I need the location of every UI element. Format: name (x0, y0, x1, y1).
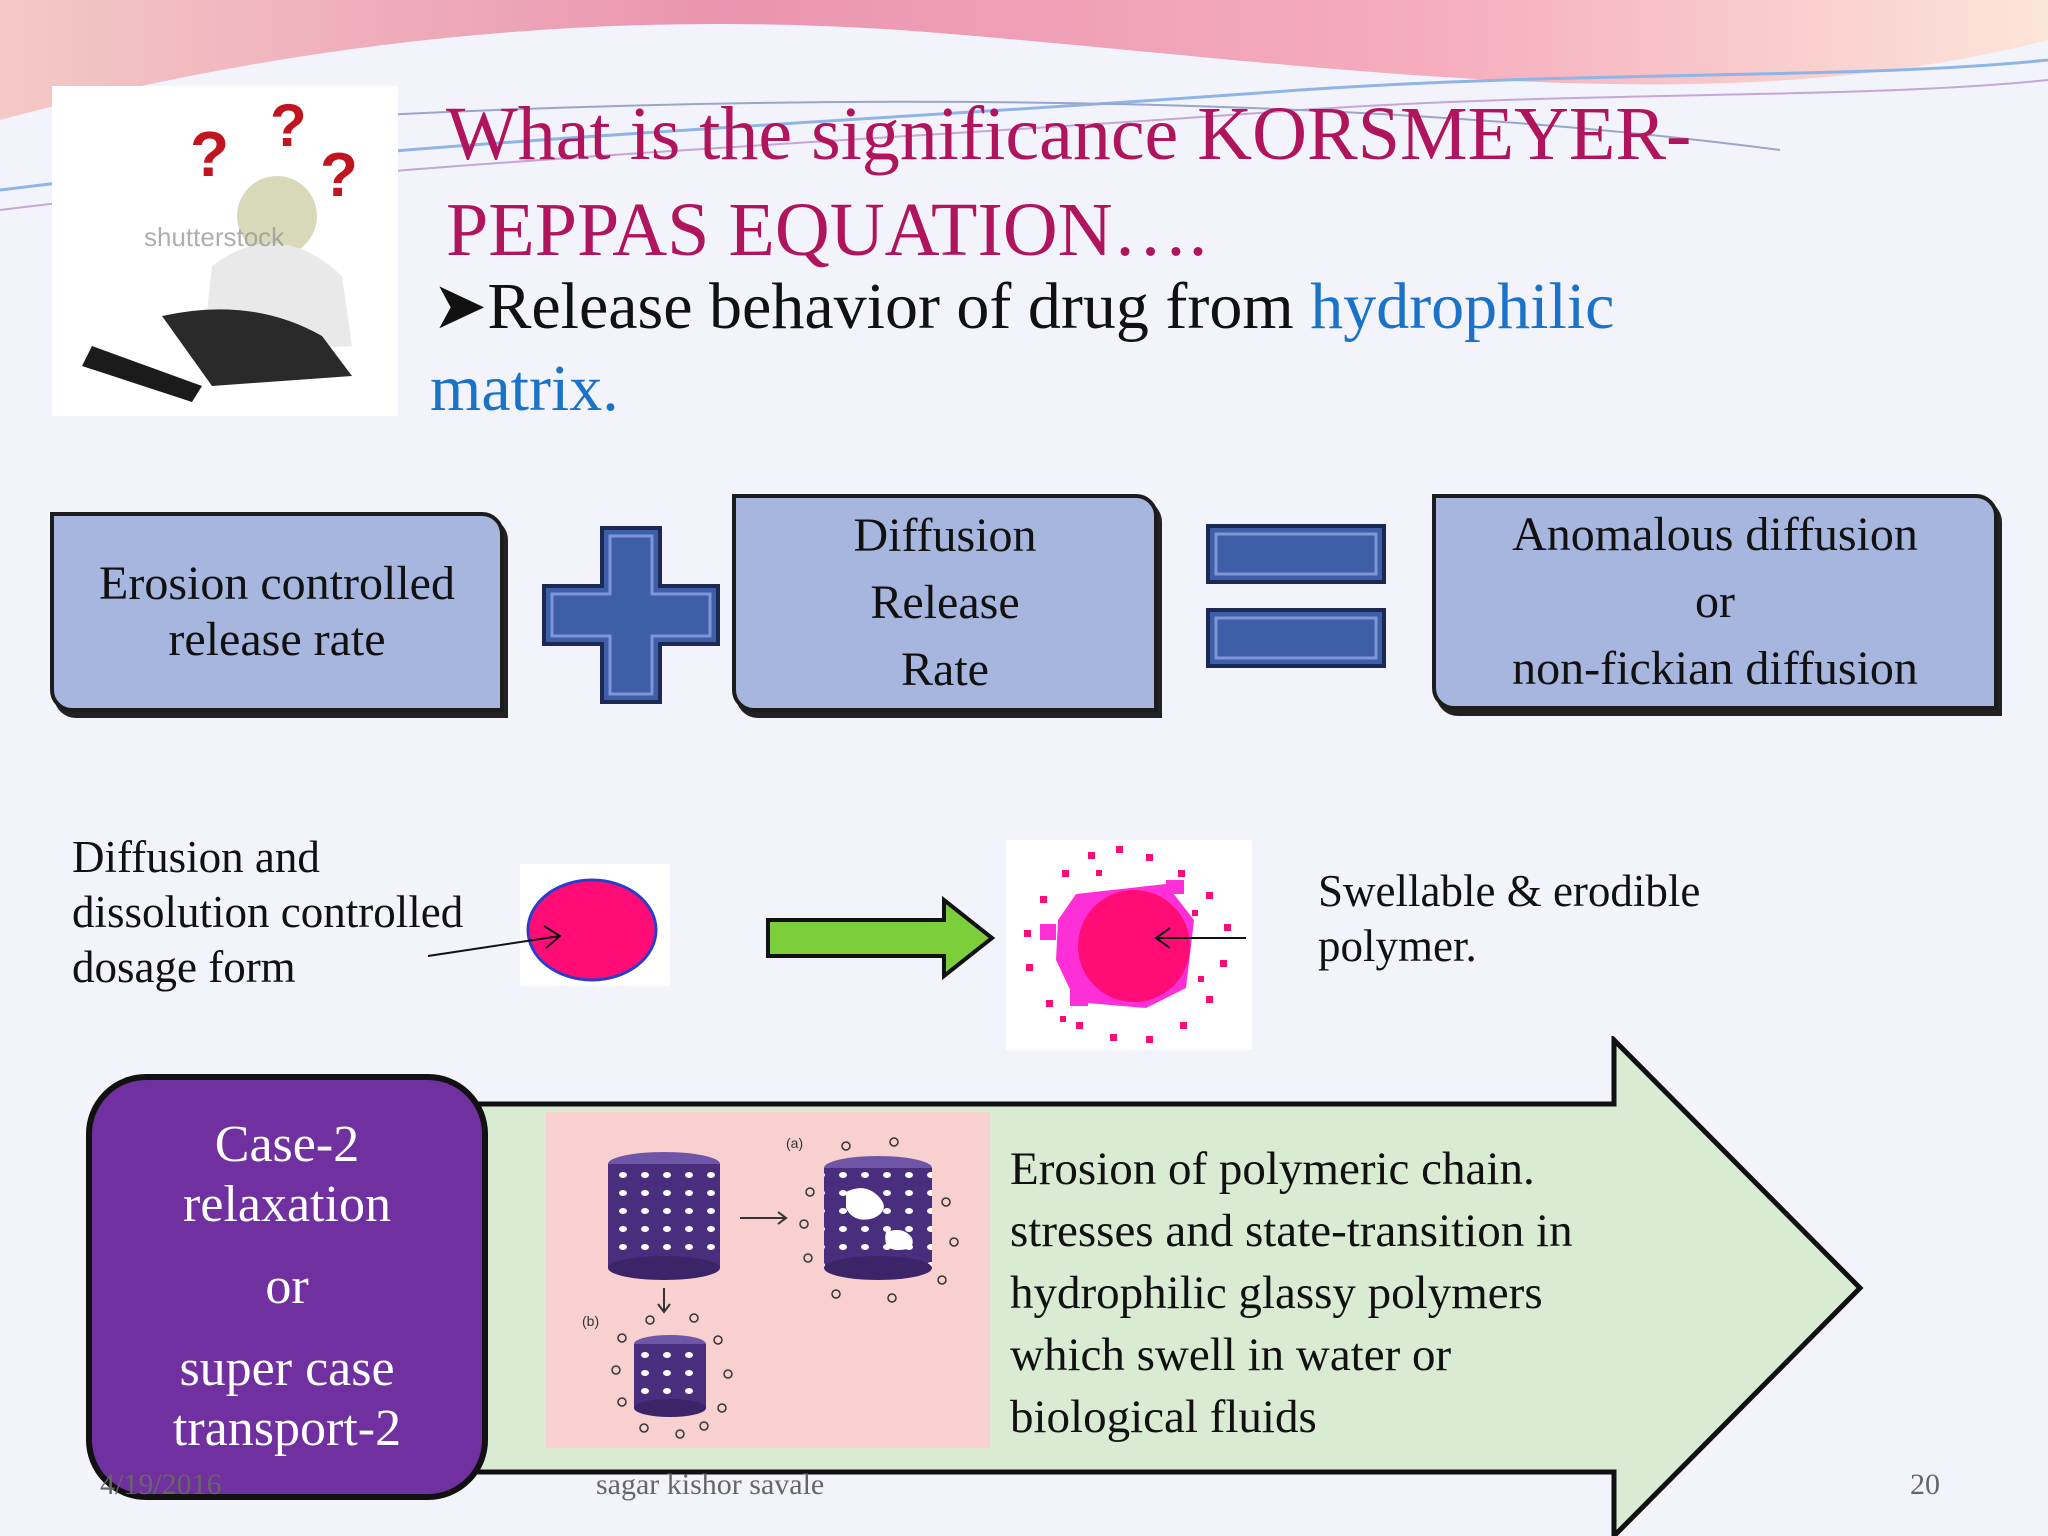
bullet-point: ➤Release behavior of drug from hydrophil… (430, 266, 1992, 430)
diffusion-line-3: Rate (901, 643, 989, 697)
erosion-line-1: Erosion controlled (99, 557, 455, 610)
figure-label-b: (b) (582, 1313, 599, 1329)
case2-line-4: super case (179, 1340, 395, 1397)
erosion-box: Erosion controlled release rate (50, 512, 504, 712)
equals-icon (1206, 524, 1386, 668)
case2-line-5: transport-2 (172, 1400, 402, 1457)
description-line-2: stresses and state-transition in (1010, 1205, 1573, 1257)
erosion-line-2: release rate (168, 613, 386, 666)
cylinder-figure: (a) (b) (582, 1135, 959, 1439)
description-line-1: Erosion of polymeric chain. (1010, 1143, 1535, 1195)
dissolution-line-2: dissolution controlled (72, 887, 464, 937)
bullet-highlight-matrix: matrix. (430, 352, 619, 425)
anomalous-box: Anomalous diffusion or non-fickian diffu… (1432, 494, 1998, 710)
figure-label-a: (a) (786, 1135, 803, 1151)
confused-person-illustration: ? ? ? shutterstock (52, 86, 398, 416)
transition-arrow (766, 896, 996, 980)
case2-box: Case-2 relaxation or super case transpor… (86, 1074, 488, 1500)
case2-line-2: relaxation (183, 1176, 391, 1233)
watermark-text: shutterstock (144, 222, 285, 252)
diffusion-box: Diffusion Release Rate (732, 494, 1158, 712)
tablet-pointer (427, 864, 670, 986)
footer-page-number: 20 (1910, 1468, 1940, 1501)
footer-author: sagar kishor savale (596, 1468, 825, 1501)
bullet-text: Release behavior of drug from (487, 270, 1294, 343)
anomalous-line-3: non-fickian diffusion (1512, 641, 1918, 695)
dissolution-label: Diffusion and dissolution controlled dos… (72, 830, 532, 995)
bullet-arrow-icon: ➤ (432, 270, 488, 343)
title-line-1: What is the significance KORSMEYER- (446, 92, 1692, 176)
anomalous-line-2: or (1695, 574, 1735, 628)
case2-line-1: Case-2 (214, 1116, 360, 1173)
diffusion-line-2: Release (870, 575, 1020, 629)
svg-text:?: ? (190, 118, 229, 190)
description-line-5: biological fluids (1010, 1391, 1317, 1443)
erosion-figure-panel: (a) (b) (546, 1112, 990, 1448)
description-line-4: which swell in water or (1010, 1329, 1452, 1381)
svg-text:?: ? (320, 141, 358, 210)
dissolution-line-1: Diffusion and (72, 832, 320, 882)
swellable-line-1: Swellable & erodible (1318, 866, 1701, 916)
bullet-highlight-hydrophilic: hydrophilic (1310, 270, 1615, 343)
footer-date: 4/19/2016 (100, 1468, 222, 1501)
plus-icon (542, 526, 720, 704)
case2-line-3: or (265, 1258, 309, 1315)
swellable-label: Swellable & erodible polymer. (1318, 864, 1778, 974)
erosion-description: Erosion of polymeric chain. stresses and… (1010, 1138, 1770, 1448)
description-line-3: hydrophilic glassy polymers (1010, 1267, 1543, 1319)
anomalous-line-1: Anomalous diffusion (1512, 508, 1918, 562)
svg-text:?: ? (270, 92, 307, 159)
tablet-dot (526, 878, 658, 982)
swollen-polymer (1006, 840, 1252, 1050)
slide-title: What is the significance KORSMEYER- PEPP… (446, 86, 2046, 278)
swellable-line-2: polymer. (1318, 921, 1477, 971)
title-line-2: PEPPAS EQUATION…. (446, 188, 1208, 272)
dissolution-line-3: dosage form (72, 942, 296, 992)
diffusion-line-1: Diffusion (853, 508, 1037, 562)
